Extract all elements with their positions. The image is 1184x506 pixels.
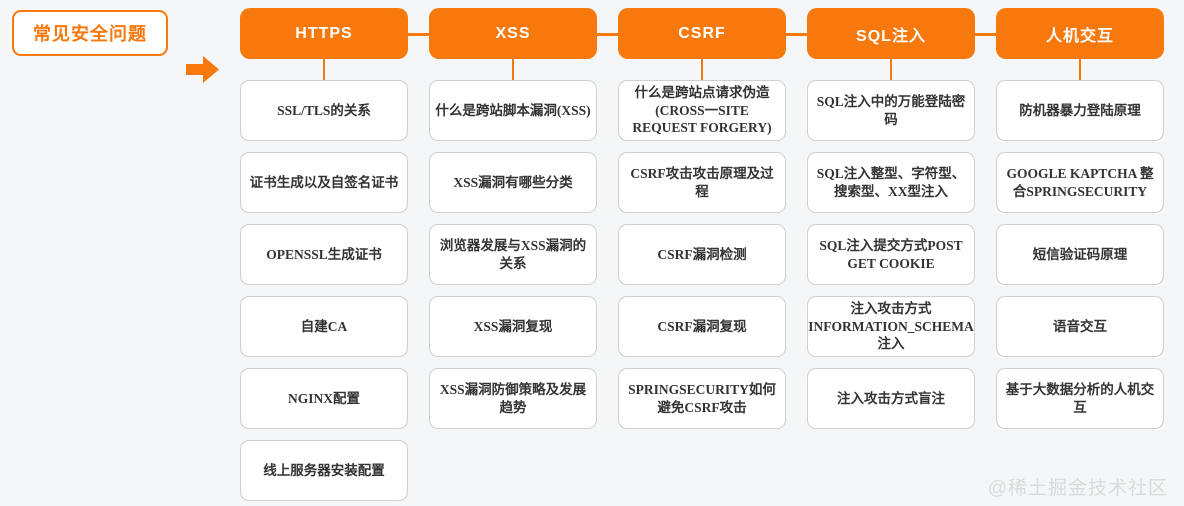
- branch-column: 人机交互防机器暴力登陆原理 GOOGLE KAPTCHA 整合SPRINGSECU…: [996, 8, 1164, 501]
- topic-item: SSL/TLS的关系: [240, 80, 408, 141]
- topic-item: NGINX配置: [240, 368, 408, 429]
- topic-item: CSRF漏洞检测: [618, 224, 786, 285]
- topic-item: 注入攻击方式INFORMATION_SCHEMA注入: [807, 296, 975, 357]
- topic-item: 基于大数据分析的人机交互: [996, 368, 1164, 429]
- topic-item: 证书生成以及自签名证书: [240, 152, 408, 213]
- branch-header: XSS: [429, 8, 597, 80]
- topic-item: CSRF漏洞复现: [618, 296, 786, 357]
- topic-item: 短信验证码原理: [996, 224, 1164, 285]
- topic-item: 防机器暴力登陆原理: [996, 80, 1164, 141]
- topic-item: SQL注入整型、字符型、搜索型、XX型注入: [807, 152, 975, 213]
- topic-item: 什么是跨站脚本漏洞(XSS): [429, 80, 597, 141]
- topic-item: XSS漏洞复现: [429, 296, 597, 357]
- topic-item: SQL注入提交方式POST GET COOKIE: [807, 224, 975, 285]
- topic-item: 语音交互: [996, 296, 1164, 357]
- topic-item: XSS漏洞有哪些分类: [429, 152, 597, 213]
- topic-item: 注入攻击方式盲注: [807, 368, 975, 429]
- topic-item: 线上服务器安装配置: [240, 440, 408, 501]
- topic-item: SQL注入中的万能登陆密码: [807, 80, 975, 141]
- topic-item: SPRINGSECURITY如何避免CSRF攻击: [618, 368, 786, 429]
- watermark: @稀土掘金技术社区: [987, 478, 1168, 499]
- topic-item: 浏览器发展与XSS漏洞的关系: [429, 224, 597, 285]
- topic-item: GOOGLE KAPTCHA 整合SPRINGSECURITY: [996, 152, 1164, 213]
- topic-item: 自建CA: [240, 296, 408, 357]
- branch-header: HTTPS: [240, 8, 408, 80]
- topic-item: CSRF攻击攻击原理及过程: [618, 152, 786, 213]
- branch-header: 人机交互: [996, 8, 1164, 80]
- right-arrow-icon: [186, 56, 219, 83]
- root-topic-label: 常见安全问题: [33, 24, 147, 44]
- branch-header: SQL注入: [807, 8, 975, 80]
- root-topic: 常见安全问题: [12, 10, 168, 56]
- topic-item: OPENSSL生成证书: [240, 224, 408, 285]
- branch-header: CSRF: [618, 8, 786, 80]
- topic-item: XSS漏洞防御策略及发展趋势: [429, 368, 597, 429]
- topic-item: 什么是跨站点请求伪造(CROSS一SITE REQUEST FORGERY): [618, 80, 786, 141]
